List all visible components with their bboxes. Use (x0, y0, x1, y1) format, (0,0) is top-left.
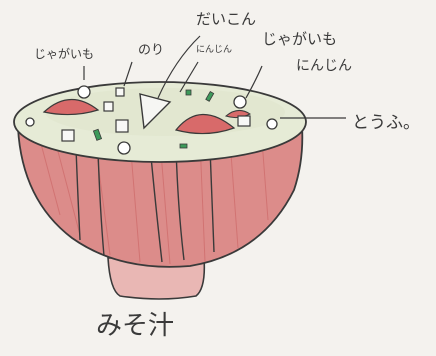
daikon-piece (139, 93, 172, 130)
label-jagaimo-right: じゃがいも (262, 30, 337, 48)
label-daikon: だいこん (196, 10, 256, 28)
label-nori: のり (138, 43, 164, 58)
label-jagaimo-left: じゃがいも (34, 46, 94, 61)
carrot-slice-left (42, 98, 100, 116)
title-misoshiru: みそ汁 (96, 311, 174, 341)
label-ninjin-right: にんじん (296, 58, 352, 74)
label-pointers (83, 35, 346, 119)
green-pieces (92, 89, 215, 149)
label-ninjin-small: にんじん (196, 44, 232, 55)
potato-pieces (25, 85, 278, 155)
label-tofu: とうふ。 (352, 113, 420, 133)
carrot-slice-right (174, 113, 236, 135)
tofu-cubes (61, 87, 251, 142)
bowl-foot (107, 257, 206, 300)
